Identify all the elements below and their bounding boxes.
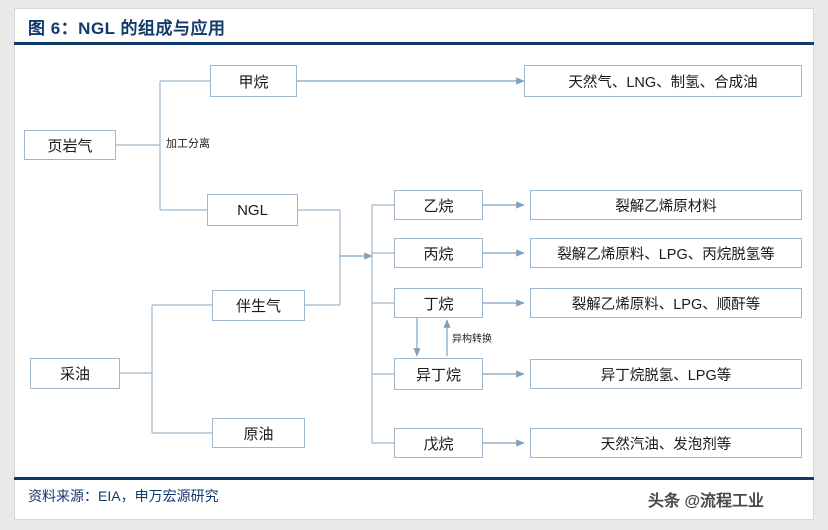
node-label: 伴生气: [235, 298, 281, 315]
node-app-propane[interactable]: 裂解乙烯原料、LPG、丙烷脱氢等: [530, 238, 802, 268]
watermark: 头条 @流程工业: [648, 493, 765, 510]
node-label: 原油: [243, 425, 274, 443]
node-app-isobutane[interactable]: 异丁烷脱氢、LPG等: [530, 359, 802, 389]
node-label: 甲烷: [238, 73, 269, 91]
source-note: 资料来源：EIA，申万宏源研究: [28, 488, 219, 504]
node-label: 异丁烷: [415, 366, 461, 384]
node-isobutane[interactable]: 异丁烷: [394, 358, 483, 390]
node-app-ethane[interactable]: 裂解乙烯原材料: [530, 190, 802, 220]
node-label: 裂解乙烯原料、LPG、顺酐等: [571, 296, 761, 313]
node-crude-oil[interactable]: 原油: [212, 418, 305, 448]
node-propane[interactable]: 丙烷: [394, 238, 483, 268]
node-label: 裂解乙烯原材料: [615, 198, 717, 215]
node-label: 丙烷: [423, 245, 454, 263]
title-divider: [14, 42, 814, 45]
node-label: 丁烷: [423, 295, 454, 313]
node-label: 页岩气: [47, 137, 93, 155]
node-ngl[interactable]: NGL: [207, 194, 298, 226]
footer-divider: [14, 477, 814, 480]
node-app-pentane[interactable]: 天然汽油、发泡剂等: [530, 428, 802, 458]
node-ethane[interactable]: 乙烷: [394, 190, 483, 220]
node-label: 采油: [59, 366, 90, 383]
node-label: 裂解乙烯原料、LPG、丙烷脱氢等: [557, 246, 775, 263]
node-associated-gas[interactable]: 伴生气: [212, 290, 305, 321]
node-butane[interactable]: 丁烷: [394, 288, 483, 318]
node-methane[interactable]: 甲烷: [210, 65, 297, 97]
edge-label-isomerization: 异构转换: [452, 334, 492, 345]
node-label: 天然汽油、发泡剂等: [600, 436, 732, 453]
node-shale-gas[interactable]: 页岩气: [24, 130, 116, 160]
node-pentane[interactable]: 戊烷: [394, 428, 483, 458]
edge-label-separation: 加工分离: [166, 138, 210, 150]
node-oil-production[interactable]: 采油: [30, 358, 120, 389]
node-label: NGL: [237, 201, 268, 219]
node-app-butane[interactable]: 裂解乙烯原料、LPG、顺酐等: [530, 288, 802, 318]
node-label: 乙烷: [423, 197, 454, 215]
node-label: 戊烷: [423, 435, 454, 453]
node-app-methane[interactable]: 天然气、LNG、制氢、合成油: [524, 65, 802, 97]
figure-title: 图 6：NGL 的组成与应用: [28, 19, 226, 38]
node-label: 天然气、LNG、制氢、合成油: [568, 74, 758, 91]
node-label: 异丁烷脱氢、LPG等: [600, 367, 732, 384]
